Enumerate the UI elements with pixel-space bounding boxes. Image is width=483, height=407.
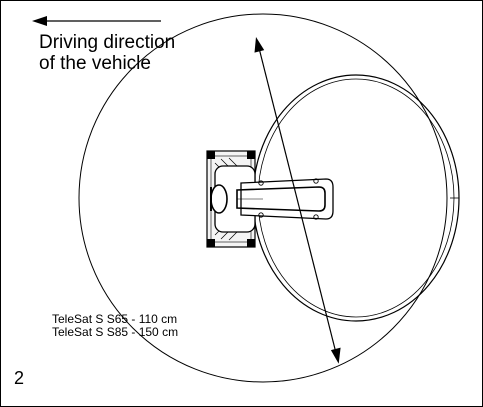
support-arm — [236, 178, 334, 220]
driving-direction-line-1: Driving direction — [39, 32, 176, 53]
diameter-labels: TeleSat S S65 - 110 cm TeleSat S S85 - 1… — [52, 313, 178, 339]
driving-direction-line-2: of the vehicle — [39, 53, 151, 74]
double-headed-arrow-icon — [254, 37, 341, 364]
rotor-cap — [210, 184, 228, 214]
figure-number: 2 — [14, 368, 25, 388]
diameter-label-s65: TeleSat S S65 - 110 cm — [52, 312, 178, 326]
diameter-label-s85: TeleSat S S85 - 150 cm — [52, 325, 179, 339]
rotation-circle — [78, 13, 448, 383]
arrow-left-icon — [32, 16, 161, 26]
driving-direction-label: Driving direction of the vehicle — [39, 32, 175, 74]
